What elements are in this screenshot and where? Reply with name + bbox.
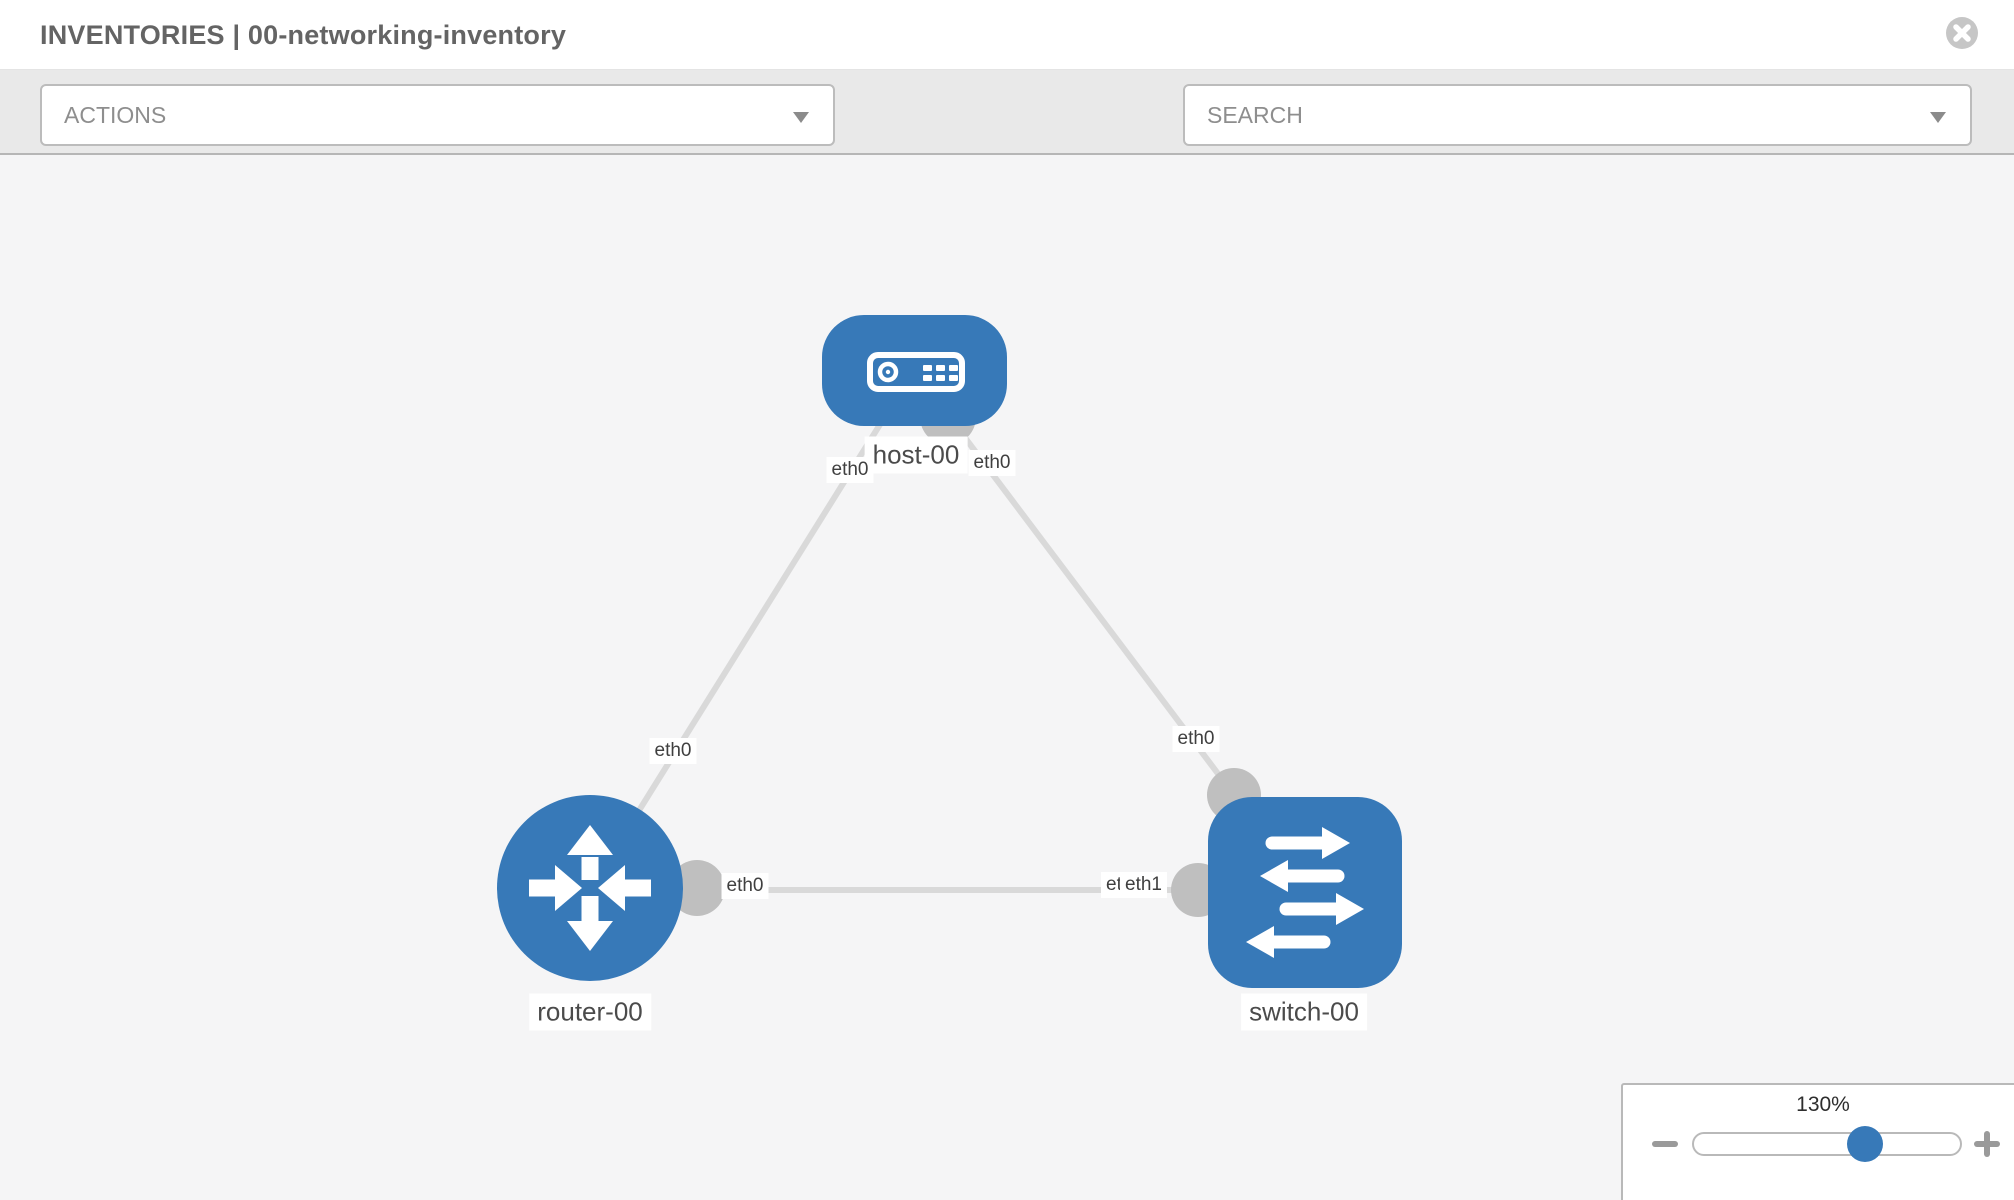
actions-dropdown-label: ACTIONS <box>64 102 167 128</box>
zoom-control-panel: 130% <box>1621 1083 2014 1200</box>
interface-label-switch-to-router: eth1 <box>1120 872 1167 898</box>
actions-dropdown[interactable]: ACTIONS <box>40 84 835 146</box>
close-button[interactable] <box>1945 16 1979 50</box>
plus-icon <box>1984 1131 1990 1157</box>
node-router[interactable] <box>497 795 683 981</box>
zoom-in-button[interactable] <box>1967 1124 2007 1164</box>
topology-canvas: host-00 router-00 switch-00 eth0 eth0 et… <box>0 155 2014 1200</box>
node-host[interactable] <box>822 315 1007 426</box>
page-title: INVENTORIES | 00-networking-inventory <box>40 20 567 50</box>
interface-label-host-to-router: eth0 <box>826 457 874 483</box>
interface-label-host-to-switch: eth0 <box>968 450 1016 476</box>
zoom-level-value: 130% <box>1796 1093 1850 1116</box>
interface-label-router-to-host: eth0 <box>649 738 697 764</box>
chevron-down-icon <box>793 112 809 123</box>
node-label-switch: switch-00 <box>1241 993 1367 1031</box>
interface-label-switch-to-host: eth0 <box>1172 726 1220 752</box>
router-icon <box>529 825 651 951</box>
search-dropdown-label: SEARCH <box>1207 102 1303 128</box>
switch-icon <box>1246 827 1364 958</box>
toolbar: ACTIONS SEARCH <box>0 70 2014 204</box>
close-icon <box>1946 17 1978 49</box>
node-label-router: router-00 <box>529 993 651 1031</box>
link-host-router[interactable] <box>587 368 917 891</box>
node-switch[interactable] <box>1208 797 1402 988</box>
interface-label-router-to-switch: eth0 <box>721 873 769 899</box>
search-dropdown[interactable]: SEARCH <box>1183 84 1972 146</box>
interface-dot-router <box>669 860 725 916</box>
chevron-down-icon <box>1930 112 1946 123</box>
minus-icon <box>1652 1141 1678 1147</box>
zoom-slider-knob[interactable] <box>1847 1126 1883 1162</box>
node-label-host: host-00 <box>864 436 968 474</box>
host-icon <box>867 352 965 392</box>
header-bar: INVENTORIES | 00-networking-inventory <box>0 0 2014 70</box>
zoom-slider-track[interactable] <box>1692 1132 1962 1156</box>
zoom-out-button[interactable] <box>1645 1129 1685 1159</box>
